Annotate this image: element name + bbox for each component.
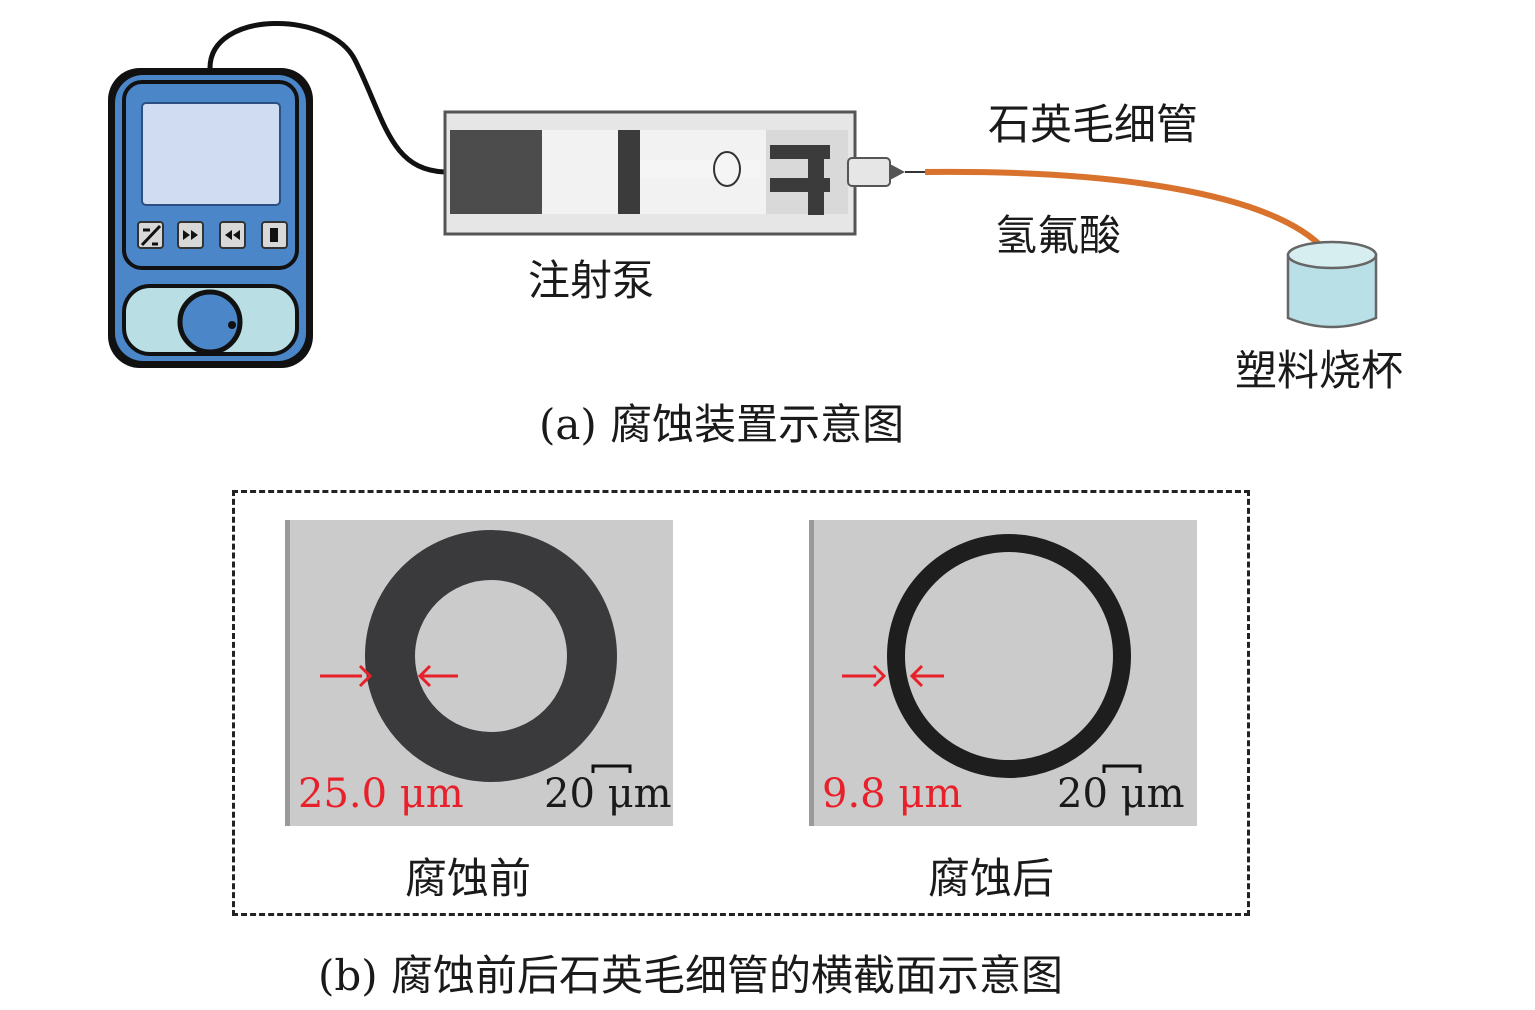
scale-bar-after: 20 μm [1057,771,1185,817]
thickness-after-value: 9.8 μm [822,771,963,817]
device-screen [141,102,281,206]
plastic-beaker [1286,240,1378,329]
panel-a-caption: (a) 腐蚀装置示意图 [539,400,905,449]
syringe-pump [443,110,925,236]
forward-button-icon [177,221,204,249]
before-etching-label: 腐蚀前 [405,854,532,903]
quartz-capillary [924,168,1328,253]
scale-bar-before: 20 μm [544,771,672,817]
syringe-pump-label: 注射泵 [528,256,655,305]
rewind-button-icon [219,221,246,249]
panel-b-caption: (b) 腐蚀前后石英毛细管的横截面示意图 [318,951,1064,1000]
capillary-label: 石英毛细管 [988,100,1199,149]
cross-section-frame [232,490,1250,916]
capillary-cross-section-before [320,530,632,782]
after-etching-label: 腐蚀后 [928,854,1055,903]
control-cable [207,21,446,175]
micrograph-after: 9.8 μm 20 μm [809,520,1197,826]
acid-label: 氢氟酸 [995,211,1122,260]
knob-icon [177,289,243,355]
thickness-before-value: 25.0 μm [298,771,464,817]
pump-controller-device [108,68,313,368]
capillary-cross-section-after [842,534,1142,778]
beaker-label: 塑料烧杯 [1235,346,1404,395]
micrograph-before: 25.0 μm 20 μm [285,520,673,826]
